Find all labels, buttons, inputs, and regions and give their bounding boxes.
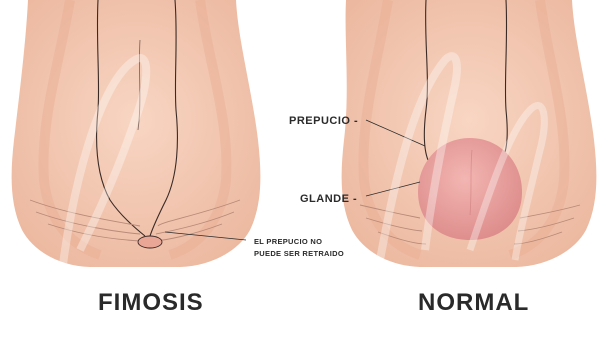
foreskin-opening [138, 236, 162, 248]
label-note: EL PREPUCIO NO PUEDE SER RETRAIDO [254, 236, 344, 260]
note-line-2: PUEDE SER RETRAIDO [254, 248, 344, 260]
normal-illustration [342, 0, 597, 267]
fimosis-illustration [12, 0, 261, 267]
label-glande: GLANDE - [300, 193, 357, 205]
label-prepucio: PREPUCIO - [289, 115, 358, 127]
note-line-1: EL PREPUCIO NO [254, 236, 344, 248]
caption-fimosis: FIMOSIS [98, 289, 204, 317]
caption-normal: NORMAL [418, 289, 529, 317]
